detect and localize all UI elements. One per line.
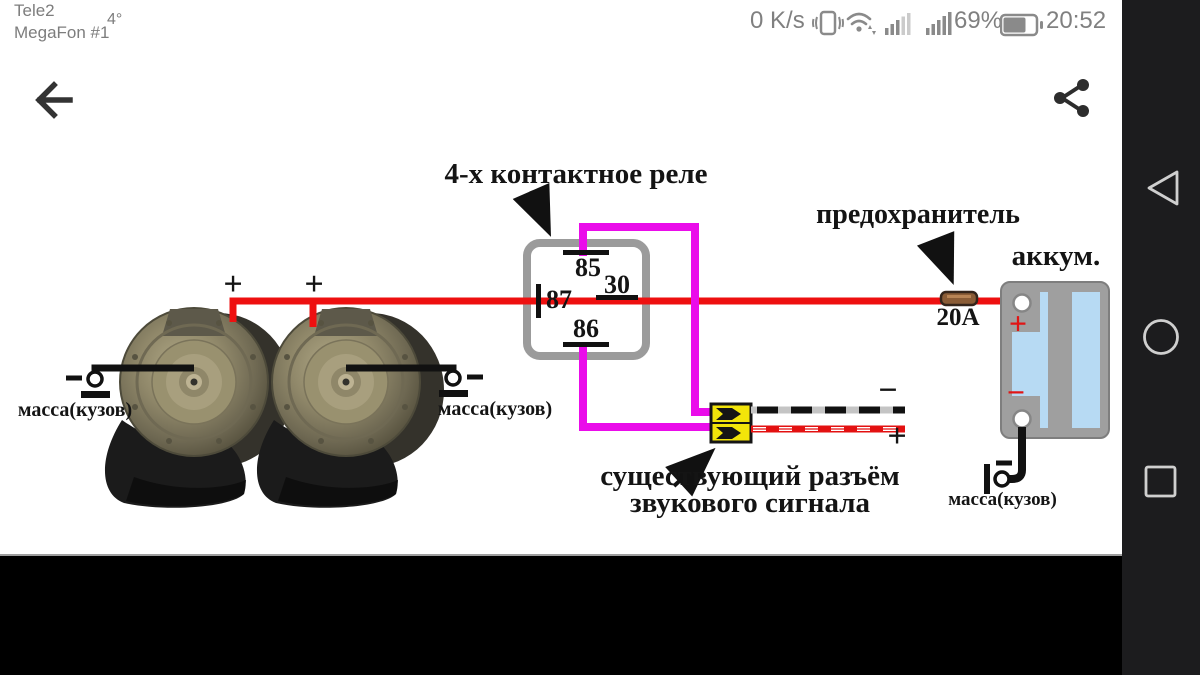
relay-pin-marks: [536, 250, 638, 347]
stock-wire-minus-sign: −: [878, 372, 898, 409]
stock-wire-plus-sign: +: [887, 418, 907, 455]
annotation-arrows: [512, 183, 955, 497]
fuse-body: [939, 290, 979, 307]
ground-label-right: масса(кузов): [437, 398, 553, 420]
ground-symbol-right: [346, 364, 483, 397]
nav-recents-button[interactable]: [1122, 452, 1200, 512]
relay-pin-30: 30: [604, 270, 630, 299]
ground-label-left: масса(кузов): [17, 399, 133, 421]
temperature-readout: 4°: [107, 11, 123, 28]
horn-left-plus-sign: +: [223, 266, 243, 303]
power-wire: [229, 297, 1020, 327]
connector-stock-wires: [751, 406, 905, 433]
letterbox-bottom: [0, 554, 1122, 675]
ground-symbol-left: [66, 364, 194, 398]
nav-back-button[interactable]: [1122, 158, 1200, 218]
battery-title: аккум.: [1011, 240, 1101, 272]
battery-positive-terminal: [1012, 293, 1032, 313]
relay-title: 4-х контактное реле: [444, 158, 708, 190]
battery-negative-terminal: [1012, 409, 1032, 429]
wifi-icon: [846, 12, 876, 35]
back-button[interactable]: [30, 76, 78, 124]
relay-pin-87: 87: [546, 285, 572, 314]
relay-pin-86: 86: [573, 314, 599, 343]
fuse-title: предохранитель: [816, 199, 1020, 230]
signal-icon-sim2: [926, 12, 952, 35]
horn-connector: [709, 402, 753, 444]
network-speed: 0 K/s: [750, 7, 805, 34]
nav-home-button[interactable]: [1122, 307, 1200, 367]
vibrate-icon: [812, 10, 844, 36]
battery-plus-sign: +: [1008, 305, 1028, 341]
battery-percent: 69%: [954, 7, 1003, 34]
battery-minus-sign: −: [1006, 374, 1026, 410]
fuse-rating: 20A: [936, 304, 980, 331]
status-bar: Tele2 MegaFon #1 4° 0 K/s: [0, 0, 1122, 55]
carrier-name-2: MegaFon #1: [14, 23, 110, 42]
relay-pin-85: 85: [575, 253, 601, 282]
android-nav-bar: [1122, 0, 1200, 675]
connector-caption-line1: существующий разъём: [600, 460, 900, 492]
battery-icon: [1000, 13, 1043, 37]
ground-symbol-battery: [984, 427, 1026, 494]
battery-body: [1000, 281, 1110, 439]
horn-photo-right: [255, 306, 446, 510]
clock: 20:52: [1046, 7, 1107, 34]
relay-control-wires: [579, 223, 711, 431]
signal-icon-sim1: [885, 13, 911, 35]
connector-caption-line2: звукового сигнала: [629, 487, 871, 519]
ground-label-battery: масса(кузов): [948, 489, 1057, 510]
share-button[interactable]: [1044, 72, 1096, 124]
horn-right-plus-sign: +: [304, 266, 324, 303]
carrier-name-1: Tele2: [14, 1, 55, 20]
